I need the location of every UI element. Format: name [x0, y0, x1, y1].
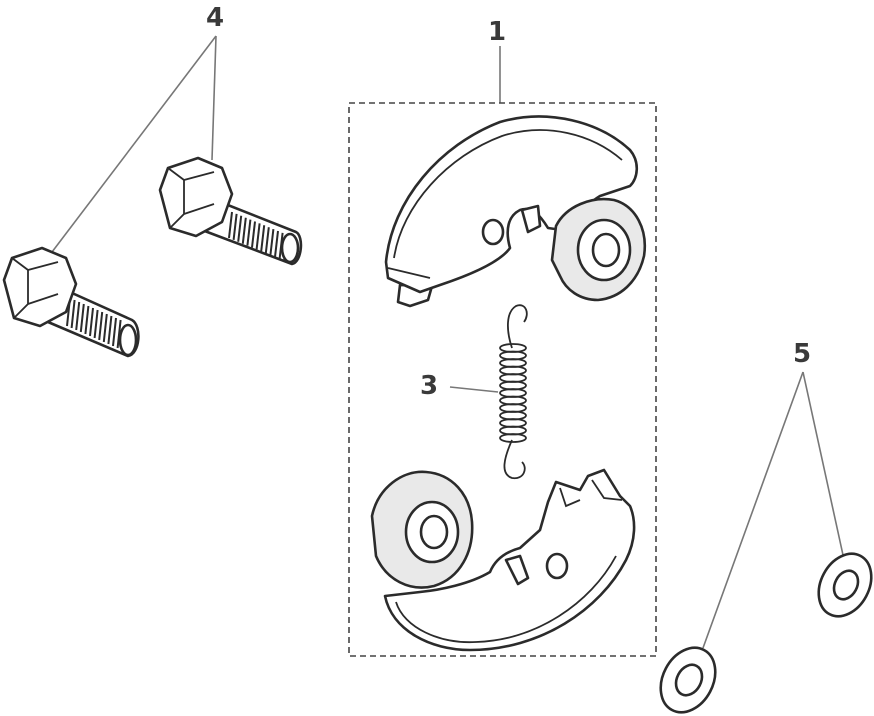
upper-shoe-hole — [481, 218, 505, 246]
thread-line — [237, 215, 243, 242]
leader-3 — [449, 386, 499, 393]
thread-line — [260, 225, 266, 252]
callout-label-3: 3 — [420, 371, 438, 401]
bolt-lower-head — [2, 246, 78, 328]
thread-line — [75, 301, 81, 331]
shoulder-bolt-lower — [2, 246, 140, 358]
bolt-lower-end — [118, 323, 138, 357]
thread-line — [269, 228, 275, 256]
lower-shoe-notch — [504, 554, 530, 586]
thread-line — [112, 317, 117, 347]
thread-line — [93, 309, 99, 339]
thread-line — [84, 305, 90, 335]
upper-pivot-bore — [591, 232, 621, 268]
callout-label-4: 4 — [206, 3, 224, 33]
washer-left-hole — [674, 663, 704, 697]
washer-left — [659, 646, 717, 714]
lower-shoe-lining — [395, 555, 617, 644]
thread-line — [264, 227, 270, 254]
thread-line — [232, 213, 238, 241]
callout-label-1: 1 — [488, 17, 506, 47]
spring-coil — [499, 433, 527, 443]
thread-line — [241, 217, 247, 244]
thread-line — [246, 219, 252, 246]
lower-shoe-hole — [545, 552, 569, 580]
thread-line — [98, 311, 104, 341]
leader-lines — [51, 35, 844, 649]
thread-line — [255, 223, 261, 250]
bolt-upper-head-facets — [167, 167, 215, 229]
leader-5b — [802, 371, 844, 556]
clutch-kit-boundary — [348, 102, 657, 657]
thread-line — [102, 313, 108, 343]
thread-line — [70, 299, 76, 329]
spring-coils — [499, 343, 527, 443]
thread-line — [251, 221, 256, 248]
thread-line — [274, 230, 279, 258]
thread-line — [107, 315, 113, 345]
bolt-lower-thread — [66, 297, 122, 349]
bolt-upper-end — [280, 232, 300, 264]
upper-shoe-body — [384, 115, 639, 294]
upper-shoe-lining — [393, 129, 623, 259]
thread-line — [116, 319, 122, 349]
callout-label-5: 5 — [793, 339, 811, 369]
spring-top-hook — [507, 304, 528, 349]
shoulder-bolt-upper — [158, 156, 303, 266]
spring-bottom-hook — [503, 439, 526, 480]
lower-shoe-rib-2 — [559, 487, 581, 508]
upper-shoe-notch — [520, 204, 542, 234]
bolt-lower-head-facets — [11, 257, 59, 319]
lower-shoe-rib — [591, 479, 623, 501]
leader-5a — [702, 371, 804, 649]
thread-line — [79, 303, 85, 333]
washer-right — [817, 552, 873, 618]
clutch-spring — [499, 304, 528, 480]
bolt-upper-head — [158, 156, 234, 238]
thread-line — [228, 211, 233, 239]
leader-4a — [211, 35, 217, 161]
lower-clutch-shoe — [370, 468, 636, 652]
upper-shoe-edge — [387, 267, 431, 279]
upper-clutch-shoe — [384, 115, 647, 308]
leader-4b — [51, 35, 217, 253]
washer-right-hole — [832, 569, 860, 601]
lower-pivot-bore — [419, 514, 449, 550]
thread-line — [89, 307, 94, 337]
